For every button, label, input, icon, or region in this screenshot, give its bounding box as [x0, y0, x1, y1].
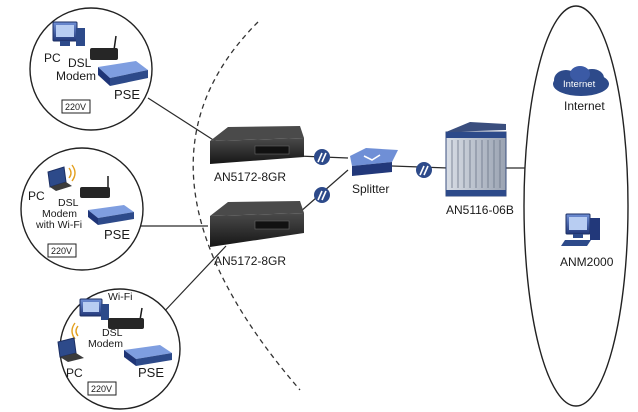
cluster-top-pc-label: PC [44, 51, 61, 65]
server-label: ANM2000 [560, 255, 614, 269]
pse-device-icon [124, 345, 172, 366]
laptop-icon [57, 337, 84, 362]
cluster-mid-modem-label-1: DSL [58, 197, 79, 209]
fiber-coil-icon [314, 187, 330, 203]
desktop-computer-icon [79, 298, 109, 320]
laptop-icon [47, 166, 72, 191]
pse-device-icon [88, 205, 134, 225]
cluster-bot-modem-label-1: DSL [102, 327, 123, 339]
cluster-mid-modem-label-2: Modem [42, 208, 77, 220]
network-boundary-arc [192, 21, 301, 391]
rack-switch-icon [445, 122, 507, 197]
cluster-top-power-label: 220V [65, 102, 86, 112]
fiber-coil-icon [416, 162, 432, 178]
splitter-label: Splitter [352, 182, 389, 196]
splitter-icon [350, 148, 398, 176]
power-label-box: 220V [61, 99, 91, 114]
cluster-top-modem-label-2: Modem [56, 69, 96, 83]
core-network-oval [523, 5, 629, 407]
dsl-modem-icon [90, 35, 118, 60]
pse-device-icon [98, 61, 148, 86]
wifi-waves-icon [68, 164, 76, 182]
cluster-mid: PC DSL Modem with Wi-Fi PSE 220V [20, 147, 144, 271]
cluster-bot-power-label: 220V [91, 384, 112, 394]
olt-box-icon [210, 126, 304, 164]
cluster-mid-power-label: 220V [51, 246, 72, 256]
cluster-bot-modem-label-2: Modem [88, 338, 123, 350]
core-switch-label: AN5116-06B [446, 203, 514, 217]
power-label-box: 220V [87, 381, 117, 396]
cluster-mid-pc-label: PC [28, 189, 45, 203]
cluster-mid-modem-label-3: with Wi-Fi [35, 219, 82, 231]
cluster-bot-pse-label: PSE [138, 365, 164, 380]
cluster-top-modem-label-1: DSL [68, 56, 92, 70]
cluster-bot-wifi-label: Wi-Fi [108, 291, 133, 303]
dsl-modem-icon [80, 176, 110, 198]
cluster-top-pse-label: PSE [114, 87, 140, 102]
cluster-top: PC DSL Modem PSE 220V [29, 7, 153, 131]
cluster-bot: Wi-Fi DSL Modem PC PSE 220V [57, 288, 181, 410]
internet-cloud-text: Internet [563, 79, 596, 90]
olt-box-icon [210, 201, 304, 247]
desktop-computer-icon [52, 21, 85, 46]
dsl-modem-icon [108, 307, 144, 329]
fiber-coil-icon [314, 149, 330, 165]
cluster-mid-pse-label: PSE [104, 227, 130, 242]
cluster-bot-pc-label: PC [66, 366, 83, 380]
internet-cloud-icon: Internet [553, 66, 609, 96]
olt-top-label: AN5172-8GR [214, 170, 286, 184]
desktop-computer-icon [561, 213, 600, 246]
olt-bottom-label: AN5172-8GR [214, 254, 286, 268]
power-label-box: 220V [47, 243, 77, 258]
internet-label: Internet [564, 99, 605, 113]
connection-lines [140, 97, 525, 317]
